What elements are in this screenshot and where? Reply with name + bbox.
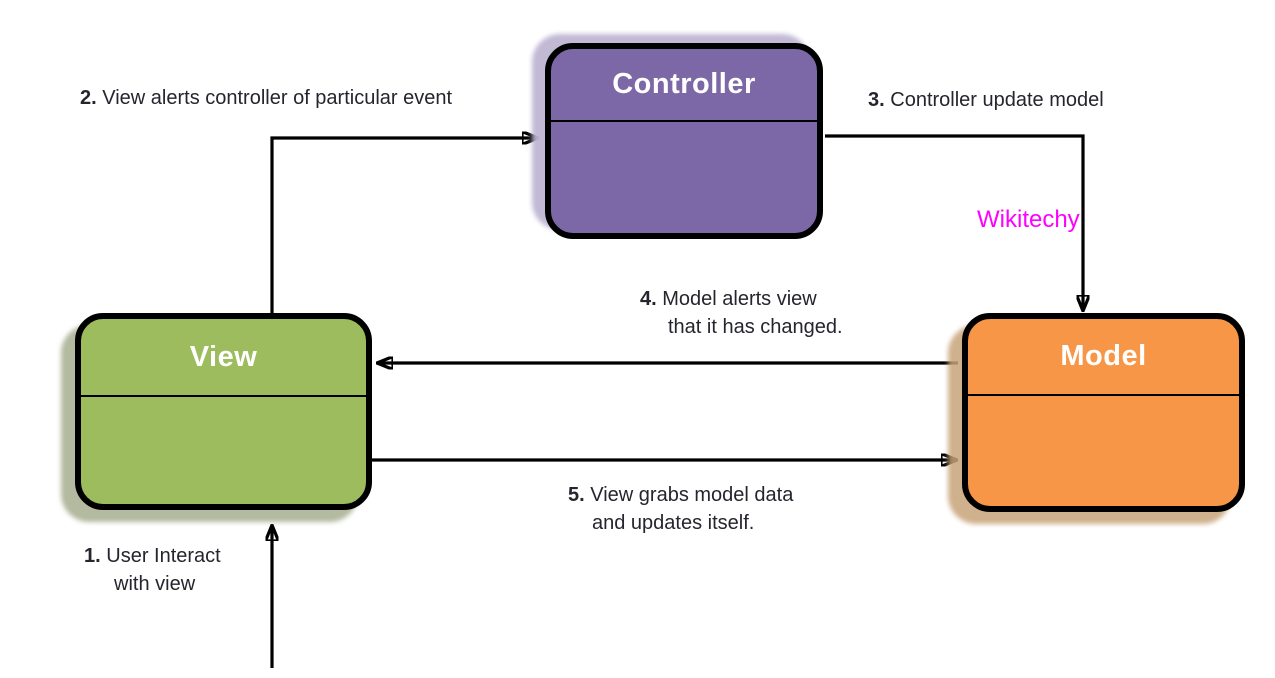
- step4-line2: that it has changed.: [668, 316, 843, 338]
- step1-label: 1. User Interact with view: [84, 542, 221, 598]
- step1-line2: with view: [114, 573, 196, 595]
- arrow-view-to-controller: [270, 138, 537, 315]
- step5-label: 5. View grabs model data and updates its…: [568, 481, 793, 537]
- view-box-title: View: [189, 340, 258, 373]
- step3-number: 3.: [868, 89, 885, 111]
- model-box-title: Model: [1060, 340, 1147, 372]
- step2-number: 2.: [80, 87, 97, 109]
- step5-line2: and updates itself.: [592, 512, 755, 534]
- step3-label: 3. Controller update model: [868, 86, 1104, 114]
- step1-number: 1.: [84, 545, 101, 567]
- controller-box-title: Controller: [612, 68, 756, 100]
- step5-line1: 5. View grabs model data: [568, 481, 793, 509]
- step5-text1: View grabs model data: [590, 484, 794, 506]
- step1-line1: 1. User Interact: [84, 542, 221, 570]
- step2-text: View alerts controller of particular eve…: [102, 87, 453, 109]
- step1-text1: User Interact: [106, 545, 221, 567]
- step4-label: 4. Model alerts view that it has changed…: [640, 285, 843, 341]
- controller-box-body: [551, 122, 817, 233]
- view-box-body: [81, 397, 366, 504]
- controller-box-header: Controller: [551, 49, 817, 122]
- arrow-controller-to-model: [825, 134, 1083, 310]
- step5-number: 5.: [568, 484, 585, 506]
- controller-box: Controller: [545, 43, 823, 239]
- step4-line1: 4. Model alerts view: [640, 285, 843, 313]
- wikitechy-watermark: Wikitechy: [977, 206, 1080, 233]
- model-box: Model: [962, 313, 1245, 512]
- model-box-header: Model: [968, 319, 1239, 396]
- view-box: View: [75, 313, 372, 510]
- step2-label: 2. View alerts controller of particular …: [80, 84, 452, 112]
- model-box-body: [968, 396, 1239, 506]
- view-box-header: View: [81, 319, 366, 397]
- step3-text: Controller update model: [890, 89, 1104, 111]
- step4-number: 4.: [640, 288, 657, 310]
- step4-text1: Model alerts view: [662, 288, 817, 310]
